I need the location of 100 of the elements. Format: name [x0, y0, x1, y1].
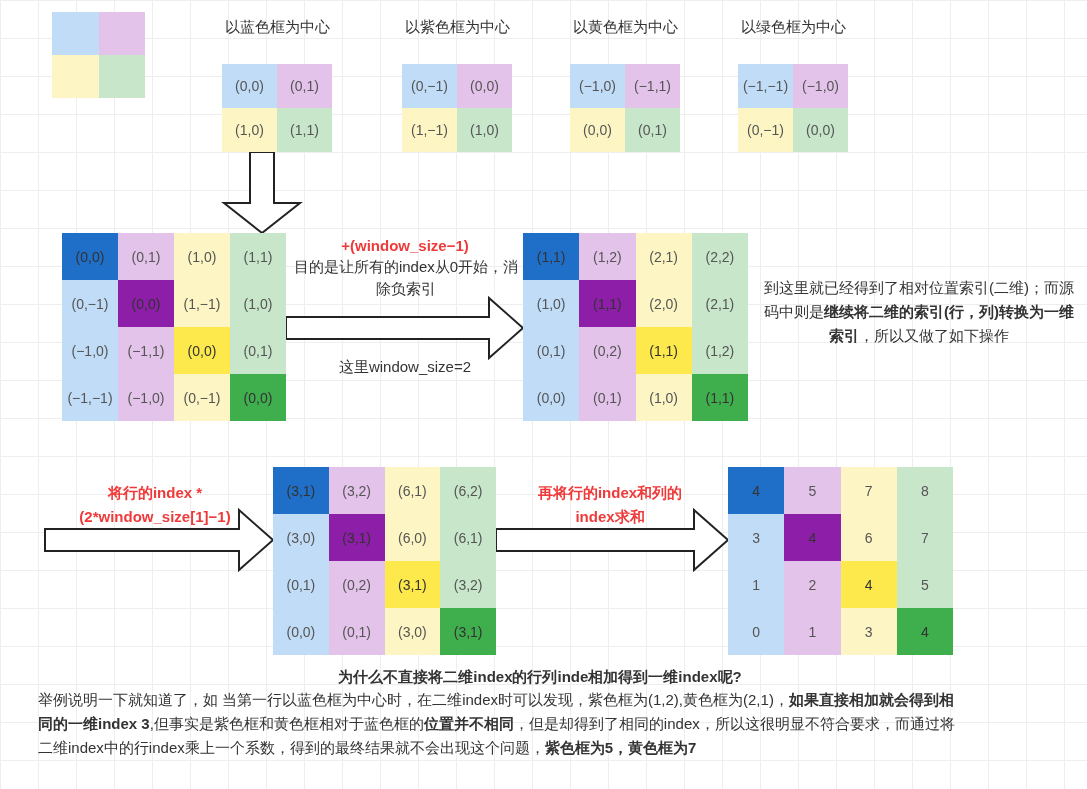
- grid-cell: (1,1): [523, 233, 580, 280]
- grid-cell: 4: [840, 561, 897, 608]
- index-grid: [273, 467, 496, 655]
- grid-cell: (1,2): [691, 327, 748, 374]
- grid-title: 以黄色框为中心: [572, 17, 678, 37]
- grid-cell: (0,2): [579, 327, 636, 374]
- grid-cell: (1,1): [635, 327, 692, 374]
- grid-cell: 1: [784, 608, 841, 655]
- grid-cell: (1,1): [579, 280, 636, 327]
- grid-cell: (0,1): [579, 374, 636, 421]
- grid-cell: (2,2): [691, 233, 748, 280]
- edge-label: +(window_size−1): [340, 236, 470, 256]
- grid-cell: (3,0): [384, 608, 441, 655]
- grid-cell: (0,−1): [738, 108, 793, 152]
- grid-cell: (6,0): [384, 514, 441, 561]
- grid-cell: 5: [896, 561, 953, 608]
- grid-cell: (−1,0): [793, 64, 848, 108]
- grid-cell: (1,1): [691, 374, 748, 421]
- grid-cell: (−1,1): [118, 327, 174, 374]
- grid-cell: (3,2): [440, 561, 496, 608]
- grid-cell: 8: [896, 467, 953, 514]
- grid-cell: (6,1): [384, 467, 441, 514]
- grid-cell: (−1,−1): [62, 374, 118, 421]
- block-arrow: [285, 295, 525, 361]
- index-grid: [222, 16, 332, 152]
- grid-cell: (1,1): [277, 108, 332, 152]
- block-arrow: [44, 507, 275, 573]
- grid-cell: [52, 12, 99, 55]
- grid-cell: 2: [784, 561, 841, 608]
- grid-cell: 1: [728, 561, 785, 608]
- grid-cell: (3,1): [440, 608, 496, 655]
- grid-cell: (0,0): [523, 374, 580, 421]
- grid-title: 以蓝色框为中心: [224, 17, 330, 37]
- grid-cell: (1,0): [222, 108, 277, 152]
- grid-cell: (0,1): [277, 64, 332, 108]
- block-arrow: [221, 151, 303, 235]
- index-grid: [728, 467, 953, 655]
- grid-cell: (1,2): [579, 233, 636, 280]
- grid-title: 以绿色框为中心: [740, 17, 846, 37]
- grid-cell: [98, 55, 145, 98]
- note-text: 这里window_size=2: [337, 357, 473, 377]
- grid-cell: 7: [896, 514, 953, 561]
- grid-cell: (−1,1): [625, 64, 680, 108]
- grid-cell: (3,0): [273, 514, 329, 561]
- grid-cell: (0,0): [118, 280, 174, 327]
- grid-cell: (2,0): [635, 280, 692, 327]
- grid-cell: (0,1): [328, 608, 385, 655]
- index-grid: [402, 16, 512, 152]
- grid-cell: (−1,0): [62, 327, 118, 374]
- grid-cell: (−1,0): [118, 374, 174, 421]
- index-grid: [523, 233, 748, 421]
- grid-cell: (0,0): [230, 374, 286, 421]
- note-text: 为什么不直接将二维index的行列inde相加得到一维index呢?: [337, 667, 743, 687]
- grid-cell: (0,1): [523, 327, 580, 374]
- grid-cell: (0,−1): [174, 374, 230, 421]
- grid-cell: 5: [784, 467, 841, 514]
- grid-cell: (3,1): [273, 467, 329, 514]
- grid-cell: (1,−1): [174, 280, 230, 327]
- grid-cell: (1,0): [635, 374, 692, 421]
- grid-cell: (0,0): [174, 327, 230, 374]
- grid-cell: (1,0): [523, 280, 580, 327]
- grid-cell: 3: [728, 514, 785, 561]
- grid-cell: (0,2): [328, 561, 385, 608]
- grid-cell: (6,1): [440, 514, 496, 561]
- grid-cell: (1,1): [230, 233, 286, 280]
- grid-cell: (0,1): [230, 327, 286, 374]
- grid-cell: (0,0): [62, 233, 118, 280]
- index-grid: [738, 16, 848, 152]
- grid-cell: 4: [896, 608, 953, 655]
- grid-cell: (2,1): [635, 233, 692, 280]
- edge-label: 再将行的index和列的index求和: [536, 483, 684, 527]
- index-grid: [62, 233, 286, 421]
- grid-cell: (0,−1): [402, 64, 457, 108]
- grid-cell: (0,1): [118, 233, 174, 280]
- index-grid: [52, 12, 145, 98]
- grid-cell: (0,0): [570, 108, 625, 152]
- grid-cell: (0,0): [273, 608, 329, 655]
- grid-cell: [52, 55, 99, 98]
- index-grid: [570, 16, 680, 152]
- grid-cell: (0,1): [273, 561, 329, 608]
- grid-cell: (1,0): [457, 108, 512, 152]
- grid-cell: (0,0): [793, 108, 848, 152]
- grid-cell: [98, 12, 145, 55]
- grid-cell: 0: [728, 608, 785, 655]
- grid-cell: (6,2): [440, 467, 496, 514]
- note-text: 举例说明一下就知道了，如 当第一行以蓝色框为中心时，在二维index时可以发现，紫色框为(1,2),黄色框为(2,1)，如果直接相加就会得到相同的一维index 3,但事实是紫色框和黄色框相对于蓝色框的位置并不相同，但是却得到了相同的index，所以这很明显不符合要求，而通过将二维index中的行index乘上一个系数，得到的最终结果就不会出现这个问题，紫色框为5，黄色框为7: [38, 690, 956, 758]
- grid-cell: (−1,−1): [738, 64, 793, 108]
- grid-cell: (3,1): [384, 561, 441, 608]
- grid-cell: 6: [840, 514, 897, 561]
- grid-cell: (1,0): [174, 233, 230, 280]
- block-arrow: [495, 507, 730, 573]
- grid-title: 以紫色框为中心: [404, 17, 510, 37]
- grid-cell: (1,0): [230, 280, 286, 327]
- grid-cell: (0,1): [625, 108, 680, 152]
- grid-cell: 4: [728, 467, 785, 514]
- grid-cell: (3,2): [328, 467, 385, 514]
- grid-cell: (1,−1): [402, 108, 457, 152]
- grid-cell: 7: [840, 467, 897, 514]
- grid-cell: (3,1): [328, 514, 385, 561]
- grid-cell: 4: [784, 514, 841, 561]
